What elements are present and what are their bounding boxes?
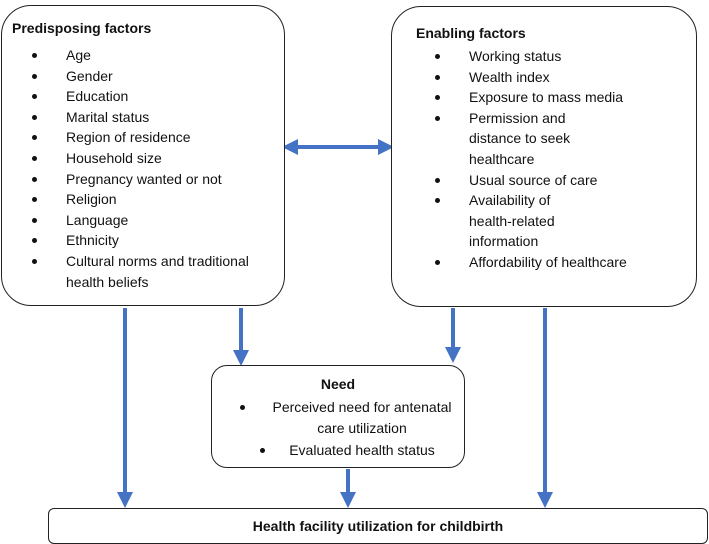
list-item: Permission and distance to seek healthca… [417, 108, 621, 170]
predisposing-factors-list: Age Gender Education Marital status Regi… [14, 45, 262, 292]
need-box: Need Perceived need for antenatal care u… [211, 365, 465, 468]
need-list: Perceived need for antenatal care utiliz… [240, 397, 462, 461]
need-title: Need [320, 376, 356, 392]
predisposing-factors-title: Predisposing factors [12, 20, 152, 36]
list-item: Pregnancy wanted or not [14, 169, 262, 190]
list-item: Exposure to mass media [417, 87, 687, 108]
outcome-box: Health facility utilization for childbir… [48, 508, 708, 544]
list-item: Availability of health-related informati… [417, 190, 591, 252]
list-item: Cultural norms and traditional health be… [14, 251, 262, 292]
enabling-factors-box: Enabling factors Working status Wealth i… [391, 6, 697, 307]
list-item: Usual source of care [417, 170, 687, 191]
list-item: Perceived need for antenatal care utiliz… [240, 397, 462, 438]
list-item: Gender [14, 66, 262, 87]
list-item: Evaluated health status [240, 440, 462, 461]
list-item: Working status [417, 46, 687, 67]
predisposing-factors-box: Predisposing factors Age Gender Educatio… [1, 5, 285, 306]
list-item: Affordability of healthcare [417, 252, 687, 273]
enabling-factors-list: Working status Wealth index Exposure to … [417, 46, 687, 273]
outcome-label: Health facility utilization for childbir… [252, 518, 504, 534]
list-item: Wealth index [417, 67, 687, 88]
list-item: Language [14, 210, 262, 231]
list-item: Religion [14, 189, 262, 210]
list-item: Marital status [14, 107, 262, 128]
enabling-factors-title: Enabling factors [416, 25, 526, 41]
list-item: Ethnicity [14, 230, 262, 251]
list-item: Household size [14, 148, 262, 169]
list-item: Region of residence [14, 127, 262, 148]
list-item: Age [14, 45, 262, 66]
list-item: Education [14, 86, 262, 107]
